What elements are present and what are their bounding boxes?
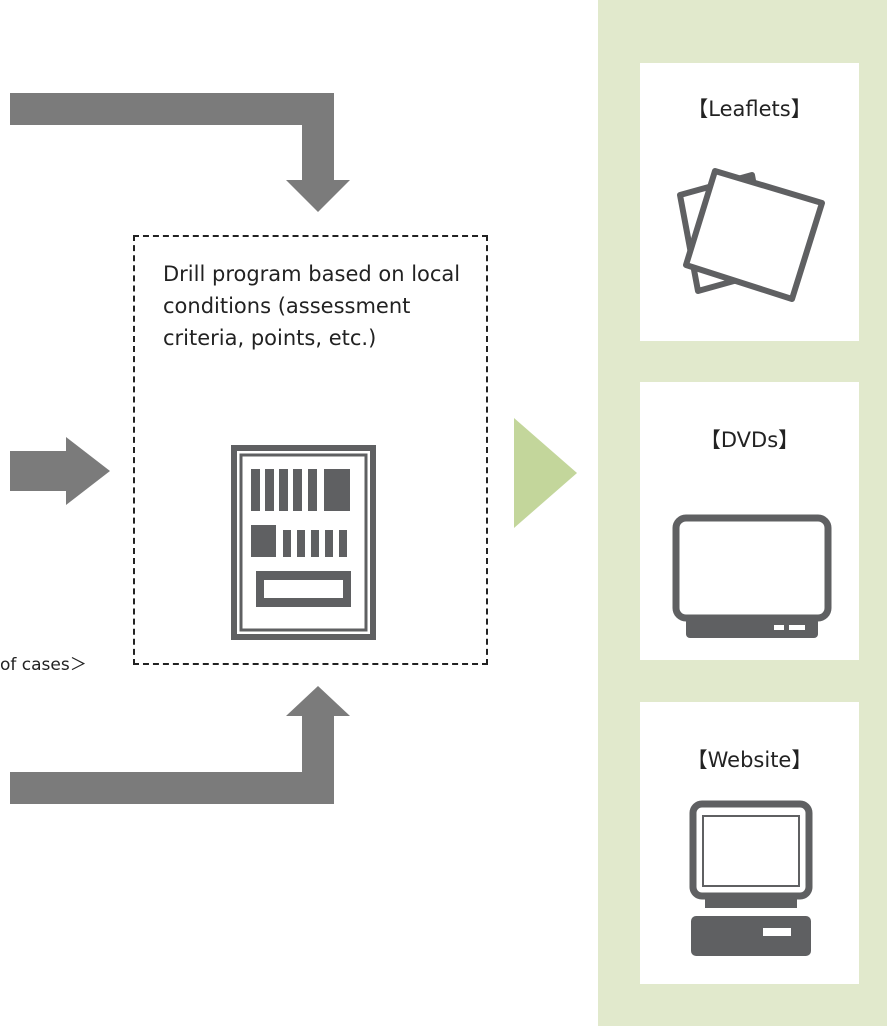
dvds-card: 【DVDs】: [640, 382, 859, 660]
bottom-arrow-horizontal: [10, 772, 334, 804]
bottom-arrow-head: [286, 686, 350, 716]
leaflets-card: 【Leaflets】: [640, 63, 859, 341]
dvds-label: 【DVDs】: [699, 428, 800, 452]
website-card: 【Website】: [640, 702, 859, 984]
top-arrow-head: [286, 180, 350, 212]
document-form-icon: [231, 445, 376, 640]
bottom-arrow-vertical: [302, 714, 334, 804]
leaflets-label: 【Leaflets】: [687, 97, 812, 121]
top-arrow-vertical: [302, 93, 334, 183]
tv-monitor-icon: [672, 514, 832, 638]
drill-program-box: [133, 235, 488, 665]
top-arrow-horizontal: [10, 93, 334, 125]
drill-program-text: Drill program based on local conditions …: [163, 262, 461, 350]
cases-label: of cases＞: [0, 655, 87, 675]
leaflets-icon: [677, 168, 825, 302]
desktop-computer-icon: [689, 800, 813, 956]
middle-arrow-head: [66, 437, 110, 505]
green-arrow: [514, 418, 577, 528]
website-label: 【Website】: [686, 748, 813, 772]
middle-arrow-shaft: [10, 451, 68, 491]
